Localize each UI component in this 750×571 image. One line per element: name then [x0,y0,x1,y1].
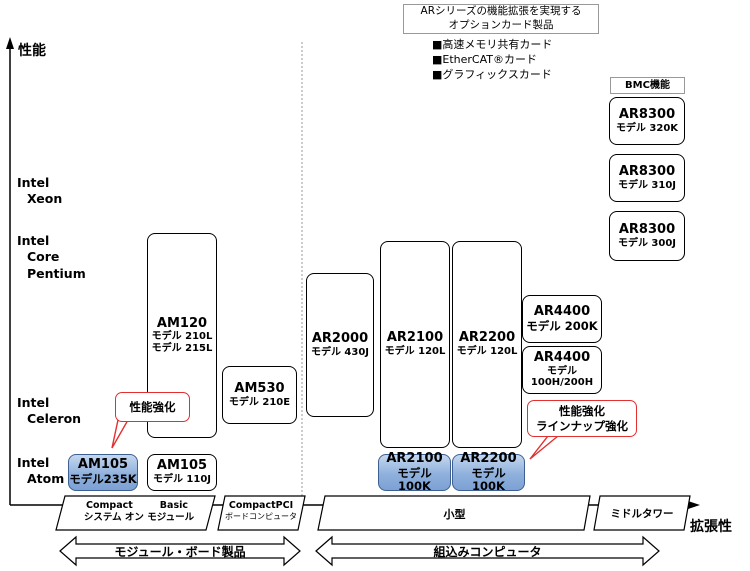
form-factor-midtower: ミドルタワー [610,508,674,520]
category-module-board: モジュール・ボード製品 [114,545,246,559]
cpu-level-atom: Intel Atom [17,455,65,487]
option-card-item: ■高速メモリ共有カード [432,38,553,51]
cpu-level-xeon: Intel Xeon [17,175,63,207]
option-cards-title: ARシリーズの機能拡張を実現する オプションカード製品 [403,4,599,34]
product-ar8300-310j: AR8300 モデル 310J [609,154,685,202]
cpu-level-celeron: Intel Celeron [17,395,82,427]
product-am105-235k: AM105 モデル235K [68,454,138,491]
right-callout-tail [529,435,560,460]
bmc-label: BMC機能 [610,77,685,94]
module-category-arrow [59,535,301,567]
option-card-item: ■EtherCAT®カード [432,53,537,66]
product-ar2200-120l: AR2200 モデル 120L [452,241,522,448]
form-factor-cpci: CompactPCI ボードコンピュータ [225,500,297,522]
small-shape [317,495,591,531]
callout-performance-lineup: 性能強化 ラインナップ強化 [527,400,637,437]
left-callout-tail [111,419,130,449]
product-ar4400-100h: AR4400 モデル 100H/200H [522,346,602,394]
product-ar4400-200k: AR4400 モデル 200K [522,295,602,343]
cpu-level-core: Intel Core Pentium [17,233,86,281]
computer-category-arrow [315,535,660,567]
y-axis-arrowhead [6,37,14,49]
product-ar2100-100k: AR2100 モデル 100K [378,451,451,493]
form-factor-small: 小型 [443,508,466,521]
option-card-item: ■グラフィックスカード [432,68,552,81]
compact-shape [55,495,216,531]
option-cards-list: ■高速メモリ共有カード ■EtherCAT®カード ■グラフィックスカード [432,37,552,82]
product-am530: AM530 モデル 210E [222,366,297,424]
x-axis-arrowhead [688,501,700,509]
product-ar2000: AR2000 モデル 430J [306,273,374,417]
product-ar2200-100k: AR2200 モデル 100K [452,451,525,493]
midtower-shape [593,495,691,531]
category-embedded-computer: 組込みコンピュータ [433,545,542,559]
product-ar2100-120l: AR2100 モデル 120L [380,241,450,448]
y-axis-label: 性能 [18,43,46,59]
product-ar8300-300j: AR8300 モデル 300J [609,211,685,261]
cpci-shape [217,495,306,531]
product-ar8300-320k: AR8300 モデル 320K [609,97,685,145]
callout-performance: 性能強化 [115,392,190,422]
product-am105-110j: AM105 モデル 110J [147,454,217,491]
x-axis-label: 拡張性 [690,519,732,535]
